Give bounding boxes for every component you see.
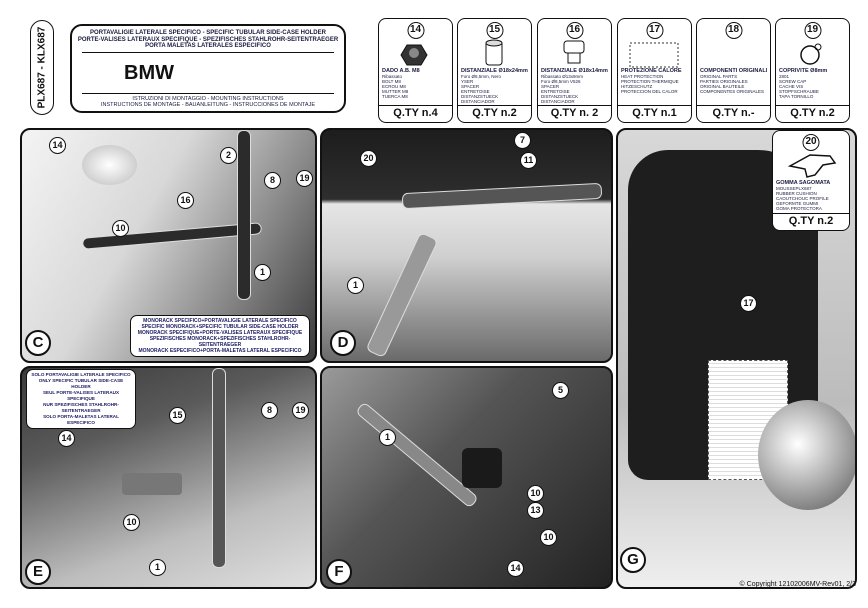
callout-part-20: 20 [360, 150, 377, 167]
screw-cap-icon [800, 43, 822, 65]
callout-part-14: 14 [49, 137, 66, 154]
panel-d [320, 128, 613, 363]
callout-part-1: 1 [149, 559, 166, 576]
title-box: PORTAVALIGIE LATERALE SPECIFICO - SPECIF… [70, 24, 346, 113]
step-label-c: C [25, 330, 51, 356]
quantity-label: Q.TY n.2 [458, 105, 531, 122]
instructions-label: ISTRUZIONI DI MONTAGGIO - MOUNTING INSTR… [100, 95, 315, 109]
note-c: MONORACK SPECIFICO+PORTAVALIGIE LATERALE… [130, 315, 310, 357]
callout-part-11: 11 [520, 152, 537, 169]
callout-part-7: 7 [514, 132, 531, 149]
callout-part-10: 10 [123, 514, 140, 531]
callout-part-10: 10 [112, 220, 129, 237]
callout-part-19: 19 [292, 402, 309, 419]
callout-part-14: 14 [507, 560, 524, 577]
callout-part-16: 16 [177, 192, 194, 209]
step-label-g: G [620, 547, 646, 573]
stepped-spacer-icon [563, 40, 585, 64]
part-number: 14 [407, 22, 424, 39]
step-label-f: F [326, 559, 352, 585]
callout-part-10: 10 [527, 485, 544, 502]
quantity-label: Q.TY n.1 [618, 105, 691, 122]
quantity-label: Q.TY n.4 [379, 105, 452, 122]
callout-part-17: 17 [740, 295, 757, 312]
callout-part-5: 5 [552, 382, 569, 399]
callout-part-8: 8 [261, 402, 278, 419]
original-parts-icon [697, 37, 769, 69]
callout-part-1: 1 [254, 264, 271, 281]
model-code-label: PLX687 - KLX687 [30, 20, 54, 115]
callout-part-13: 13 [527, 502, 544, 519]
part-number: 16 [566, 22, 583, 39]
callout-part-19: 19 [296, 170, 313, 187]
callout-part-2: 2 [220, 147, 237, 164]
panel-f [320, 366, 613, 589]
heat-shield-icon [629, 42, 679, 68]
callout-part-1: 1 [379, 429, 396, 446]
quantity-label: Q.TY n. 2 [538, 105, 611, 122]
part-number: 15 [486, 22, 503, 39]
step-label-e: E [25, 559, 51, 585]
nut-icon [400, 44, 428, 66]
step-label-d: D [330, 330, 356, 356]
title-text: PORTAVALIGIE LATERALE SPECIFICO - SPECIF… [77, 30, 339, 49]
quantity-label: Q.TY n.- [697, 105, 770, 122]
quantity-label: Q.TY n.2 [773, 213, 849, 230]
callout-part-14: 14 [58, 430, 75, 447]
callout-part-8: 8 [264, 172, 281, 189]
spacer-icon [485, 39, 503, 66]
copyright: © Copyright 12102006MV-Rev01, 2/3 [739, 581, 856, 588]
rubber-cushion-icon [787, 154, 837, 178]
callout-part-15: 15 [169, 407, 186, 424]
brand-name: BMW [124, 61, 174, 84]
part-number: 18 [725, 22, 742, 39]
part-number: 17 [646, 22, 663, 39]
part-number: 19 [804, 22, 821, 39]
quantity-label: Q.TY n.2 [776, 105, 849, 122]
callout-part-10: 10 [540, 529, 557, 546]
callout-part-1: 1 [347, 277, 364, 294]
